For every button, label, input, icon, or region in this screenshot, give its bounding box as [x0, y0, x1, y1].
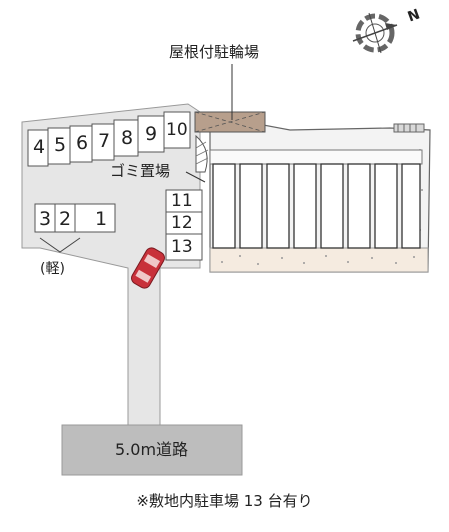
kei-car-label: (軽): [40, 261, 65, 277]
stalls-top-row: [27, 111, 191, 167]
space-number: 4: [33, 136, 46, 158]
space-number: 5: [54, 134, 67, 156]
space-number: 2: [59, 208, 72, 230]
space-number: 7: [98, 130, 111, 152]
space-number: 12: [171, 213, 193, 233]
stalls-middle-column: [165, 189, 203, 261]
bicycle-parking-label: 屋根付駐輪場: [169, 43, 260, 61]
bicycle-parking-roof: [194, 64, 266, 133]
space-number: 11: [171, 191, 193, 211]
units: [212, 163, 421, 249]
space-number: 6: [76, 132, 89, 154]
space-number: 8: [121, 127, 134, 149]
planting-strip: [209, 247, 429, 273]
space-number: 3: [39, 208, 52, 230]
footer-note: ※敷地内駐車場 13 台有り: [136, 492, 313, 510]
space-number: 13: [171, 237, 193, 257]
corridor: [209, 149, 423, 165]
garbage-area: [185, 134, 209, 183]
road: [61, 424, 243, 476]
stalls-left-group: [34, 203, 116, 233]
kei-bracket: [39, 237, 81, 253]
road-label: 5.0m道路: [115, 440, 189, 459]
car-icon: [131, 247, 165, 289]
space-number: 10: [166, 120, 188, 140]
stairs: [393, 123, 425, 133]
space-number: 1: [95, 208, 108, 230]
garbage-area-label: ゴミ置場: [110, 162, 171, 180]
space-number: 9: [145, 123, 158, 145]
compass-icon: [352, 12, 398, 54]
